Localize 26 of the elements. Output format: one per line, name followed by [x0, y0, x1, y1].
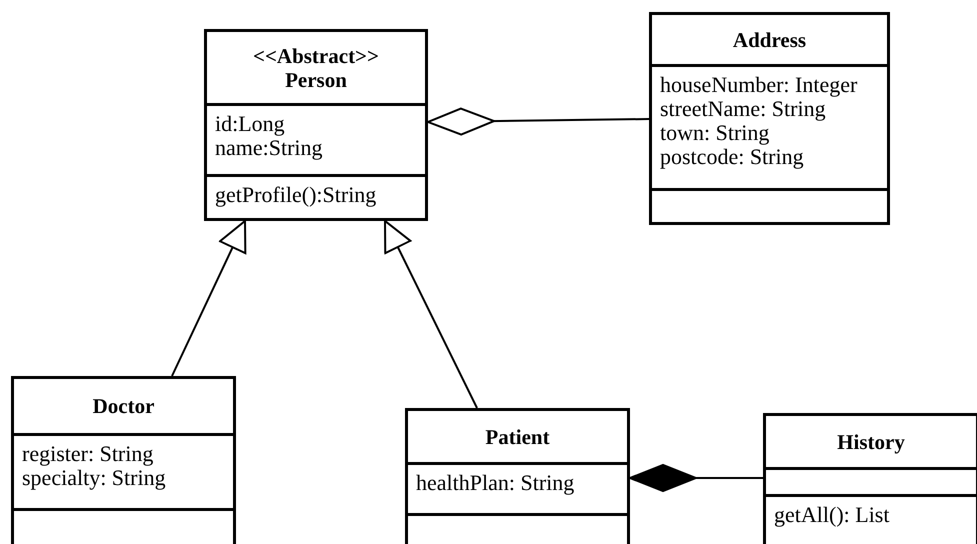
class-name: Person: [285, 68, 347, 92]
method-text: getProfile():String: [215, 183, 376, 207]
attribute-text: postcode: String: [660, 145, 804, 169]
class-box: [649, 12, 890, 225]
attribute-text: houseNumber: Integer: [660, 73, 858, 97]
method-text: getAll(): List: [774, 503, 890, 527]
attribute-text: town: String: [660, 121, 770, 145]
attribute-text: id:Long: [215, 112, 285, 136]
inheritance-arrow: [171, 220, 246, 376]
class-box: [763, 413, 977, 544]
attribute-text: streetName: String: [660, 97, 826, 121]
attribute-text: specialty: String: [22, 466, 166, 490]
class-name: History: [837, 430, 905, 454]
class-name: Doctor: [92, 394, 154, 418]
class-box: [405, 408, 630, 544]
inheritance-arrow: [384, 220, 478, 408]
attribute-text: register: String: [22, 442, 154, 466]
class-box: [204, 29, 428, 221]
class-name: Patient: [485, 424, 550, 448]
attribute-text: healthPlan: String: [416, 471, 574, 495]
association-line: [629, 464, 763, 492]
class-name: Address: [732, 28, 806, 52]
attribute-text: name:String: [215, 136, 323, 160]
association-line: [427, 108, 650, 136]
stereotype-label: <<Abstract>>: [252, 44, 379, 68]
class-box: [11, 376, 236, 544]
